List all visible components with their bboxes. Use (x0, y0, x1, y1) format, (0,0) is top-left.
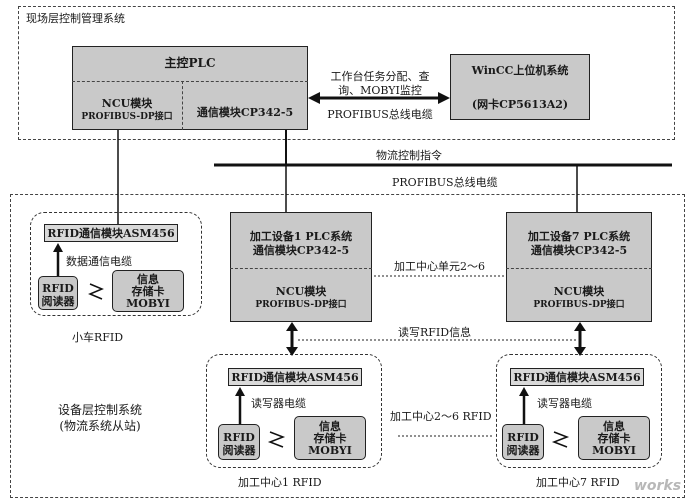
cart-reader (38, 276, 78, 310)
center1-reader (218, 424, 260, 460)
field-layer-title: 现场层控制管理系统 (26, 12, 125, 25)
center1-asm-label: RFID通信模块ASM456 (231, 371, 359, 384)
main-plc-ncu-label: NCU模块 (101, 97, 153, 110)
center7-store-l1: 信息 (603, 420, 625, 433)
units-label: 加工中心单元2～6 (394, 260, 485, 273)
center1-store-card (294, 416, 366, 460)
center1-cable-label: 读写器电缆 (251, 397, 306, 410)
link-task-line2: 询、MOBYI监控 (338, 84, 422, 97)
field-layer-frame (18, 6, 675, 140)
link-task-line1: 工作台任务分配、查 (330, 70, 430, 83)
center7-asm-label: RFID通信模块ASM456 (513, 371, 641, 384)
wincc-title: WinCC上位机系统 (471, 64, 569, 77)
equip7-line1: 加工设备7 PLC系统 (527, 230, 631, 243)
cart-cable-label: 数据通信电缆 (66, 255, 132, 268)
center7-store-card (578, 416, 650, 460)
plc-wincc-arrow-right (438, 92, 450, 104)
equip1-divider (230, 268, 372, 269)
center7-store-l3: MOBYI (592, 444, 636, 457)
equip1-arrow-up (286, 322, 298, 331)
logistics-cmd-label: 物流控制指令 (376, 149, 442, 162)
cart-store-l1: 信息 (137, 273, 159, 286)
cart-reader-l1: RFID (42, 282, 74, 295)
cart-store-l3: MOBYI (126, 297, 170, 310)
cart-caption: 小车RFID (72, 331, 124, 344)
wincc-box (450, 54, 590, 120)
cart-asm-label: RFID通信模块ASM456 (47, 227, 175, 240)
equip1-ncu: NCU模块 (275, 285, 327, 298)
center7-reader-l1: RFID (507, 431, 539, 444)
equip1-line2: 通信模块CP342-5 (252, 244, 350, 257)
center1-store-l2: 存储卡 (313, 432, 347, 445)
center7-store-l2: 存储卡 (597, 432, 631, 445)
center1-rfid-frame (206, 354, 382, 468)
center7-reader (502, 424, 544, 460)
center1-arrow-up (235, 387, 245, 396)
equip7-arrow-down (574, 347, 586, 356)
cart-asm-module (44, 224, 178, 242)
main-plc-divider-v (182, 81, 183, 130)
center1-asm-module (228, 368, 362, 386)
wincc-sub: (网卡CP5613A2) (471, 98, 569, 111)
cart-rfid-frame (30, 212, 202, 316)
center1-store-l1: 信息 (319, 420, 341, 433)
rw-info-label: 读写RFID信息 (398, 326, 472, 339)
center1-wireless-icon (267, 431, 286, 448)
center7-arrow-up (519, 387, 529, 396)
center7-cable-label: 读写器电缆 (537, 397, 592, 410)
device-layer-line1: 设备层控制系统 (57, 403, 142, 417)
watermark-text: works (634, 478, 682, 494)
center7-reader-l2: 阅读器 (506, 444, 540, 457)
center7-wireless-icon (551, 431, 570, 448)
main-plc-title: 主控PLC (164, 56, 216, 70)
center1-store-l3: MOBYI (308, 444, 352, 457)
main-plc-comm-label: 通信模块CP342-5 (196, 106, 294, 119)
main-plc-box (72, 46, 308, 130)
center7-caption: 加工中心7 RFID (536, 476, 620, 489)
equip7-box (506, 212, 652, 322)
equip1-line1: 加工设备1 PLC系统 (249, 230, 353, 243)
center1-reader-l2: 阅读器 (222, 444, 256, 457)
center1-caption: 加工中心1 RFID (238, 476, 322, 489)
equip7-line2: 通信模块CP342-5 (530, 244, 628, 257)
equip1-box (230, 212, 372, 322)
center7-asm-module (510, 368, 644, 386)
center1-reader-l1: RFID (223, 431, 255, 444)
rfid-range-label: 加工中心2～6 RFID (390, 410, 492, 423)
cart-reader-l2: 阅读器 (41, 295, 75, 308)
equip1-ncu-sub: PROFIBUS-DP接口 (255, 300, 347, 310)
equip1-arrow-down (286, 347, 298, 356)
equip7-divider (506, 268, 652, 269)
cart-wireless-icon (88, 283, 104, 300)
device-layer-frame (10, 194, 685, 498)
plc-wincc-arrow-left (308, 92, 320, 104)
device-layer-line2: (物流系统从站) (59, 419, 141, 433)
equip7-arrow-up (574, 322, 586, 331)
cart-store-card (112, 270, 184, 312)
cart-store-l2: 存储卡 (131, 285, 165, 298)
main-plc-divider-h (72, 81, 308, 82)
bus-cable-label: PROFIBUS总线电缆 (392, 176, 498, 189)
cart-arrow-up (53, 243, 63, 252)
equip7-ncu: NCU模块 (553, 285, 605, 298)
main-plc-ncu-sub: PROFIBUS-DP接口 (81, 112, 173, 122)
link-cable-label: PROFIBUS总线电缆 (327, 108, 433, 121)
equip7-ncu-sub: PROFIBUS-DP接口 (533, 300, 625, 310)
